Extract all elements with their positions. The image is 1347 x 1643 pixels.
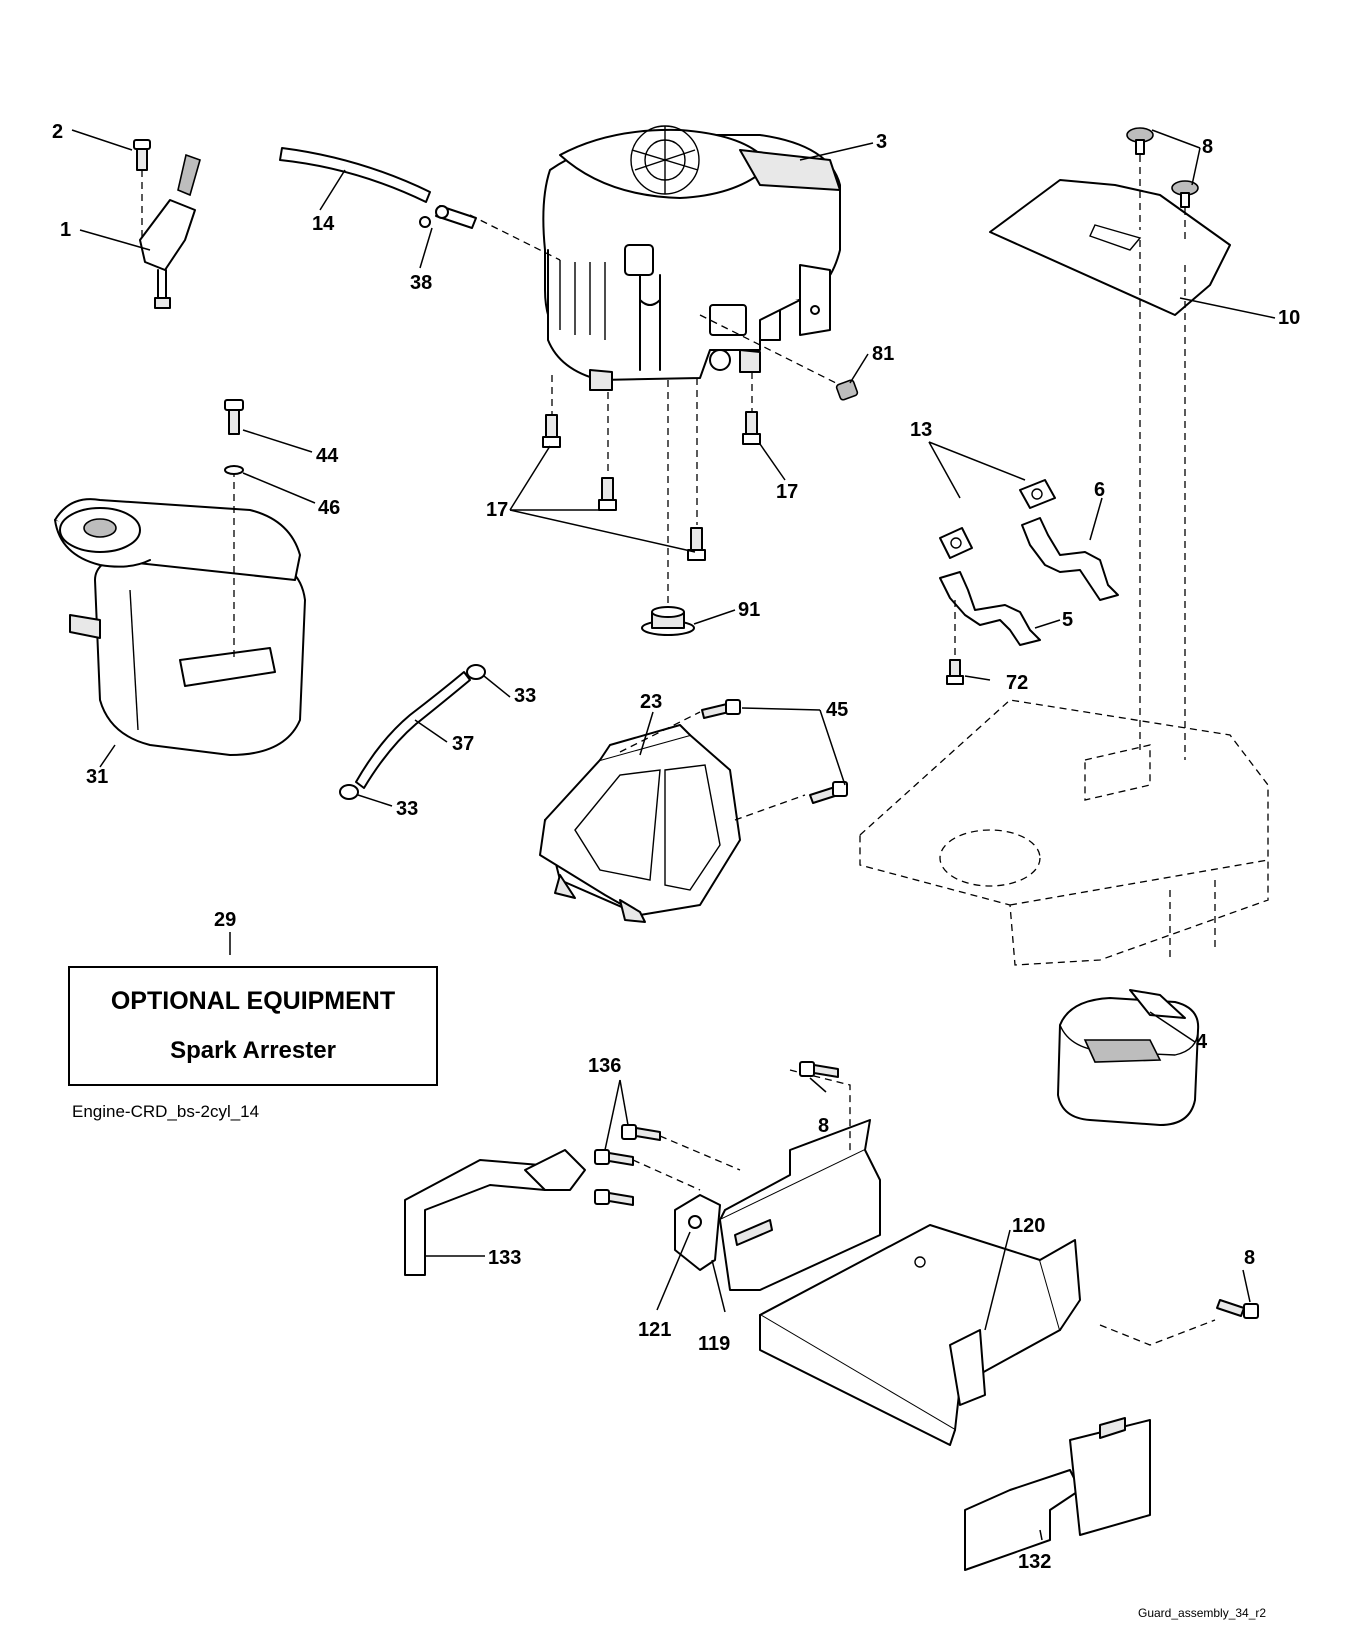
tray-bolt-dash-1	[619, 711, 701, 753]
spacer-part-91	[641, 606, 695, 636]
gasket-part-13b	[939, 527, 973, 559]
callout-17a: 17	[486, 499, 508, 521]
fuel-tank-part-31	[54, 470, 306, 756]
clamp-part-33a	[466, 664, 486, 680]
engine-fuel-dash	[469, 214, 561, 261]
exhaust-pipe-part-6	[1021, 517, 1119, 601]
callout-46: 46	[318, 497, 340, 519]
callout-81: 81	[872, 343, 894, 365]
callout-33b: 33	[396, 798, 418, 820]
lower-dash-1	[659, 1135, 741, 1171]
drawing-id-caption: Guard_assembly_34_r2	[1138, 1606, 1267, 1620]
callout-2: 2	[52, 121, 63, 143]
fuel-hose-part-14	[279, 147, 431, 203]
muffler-part-4	[1057, 989, 1200, 1126]
callout-10: 10	[1278, 307, 1300, 329]
callout-132: 132	[1018, 1551, 1051, 1573]
callout-37: 37	[452, 733, 474, 755]
callout-5: 5	[1062, 609, 1073, 631]
assembly-id-caption: Engine-CRD_bs-2cyl_14	[72, 1102, 260, 1121]
bolt-part-136a	[621, 1124, 661, 1141]
knob-part-8b	[1171, 180, 1199, 208]
nut-part-81	[835, 379, 859, 401]
screw-part-44	[224, 399, 244, 435]
callout-31: 31	[86, 766, 108, 788]
plate-part-119	[719, 1119, 881, 1291]
spark-arrester-label: Spark Arrester	[170, 1037, 336, 1064]
callout-119: 119	[698, 1333, 730, 1355]
clamp-part-33b	[339, 784, 359, 800]
callout-17b: 17	[776, 481, 798, 503]
bracket-part-121	[674, 1194, 721, 1271]
frame-outline	[859, 699, 1269, 966]
callout-13: 13	[910, 419, 932, 441]
guard-part-120	[759, 1224, 1081, 1446]
bolt-part-45a	[701, 699, 741, 719]
callout-3: 3	[876, 131, 887, 153]
exhaust-pipe-part-5	[939, 571, 1041, 646]
callout-120: 120	[1012, 1215, 1045, 1237]
battery-tray-part-23	[539, 724, 741, 923]
callout-44: 44	[316, 445, 339, 467]
callout-91: 91	[738, 599, 760, 621]
gasket-part-13a	[1019, 479, 1056, 509]
callout-38: 38	[410, 272, 432, 294]
knob-part-8a	[1126, 127, 1154, 155]
throttle-part-1	[139, 153, 201, 309]
optional-equipment-box: OPTIONAL EQUIPMENT Spark Arrester	[68, 966, 438, 1086]
lower-dash-4	[1099, 1319, 1216, 1346]
callout-23: 23	[640, 691, 662, 713]
lower-dash-2	[632, 1159, 701, 1191]
bolt-part-45b	[809, 781, 848, 804]
lower-dash-3	[789, 1069, 851, 1155]
callout-8c: 8	[1244, 1247, 1255, 1269]
callout-133: 133	[488, 1247, 521, 1269]
callouts: 1 2 3 4 5 6 8 10 13 14 17 17 23 29 31 33…	[52, 121, 1300, 1573]
callout-121: 121	[638, 1319, 671, 1341]
callout-45: 45	[826, 699, 848, 721]
callout-6: 6	[1094, 479, 1105, 501]
callout-8b: 8	[818, 1115, 829, 1137]
engine-muffler-dash	[699, 314, 841, 386]
engine-bolt-17b	[598, 477, 617, 511]
callout-8a: 8	[1202, 136, 1213, 158]
fuel-valve-part-38	[419, 205, 477, 229]
screw-part-2	[133, 139, 151, 171]
optional-equipment-title: OPTIONAL EQUIPMENT	[110, 987, 396, 1015]
tray-bolt-dash-2	[734, 794, 806, 821]
bolt-part-136b	[594, 1149, 634, 1166]
heat-shield-part-10	[989, 179, 1231, 316]
leader-lines	[71, 129, 1276, 1541]
bracket-part-133	[404, 1149, 586, 1276]
washer-part-46	[224, 465, 244, 475]
bolt-part-8c	[799, 1061, 839, 1078]
bolt-part-72	[946, 659, 964, 685]
callout-4: 4	[1196, 1031, 1208, 1053]
callout-72: 72	[1006, 672, 1028, 694]
engine-part-3	[542, 125, 841, 391]
bolt-part-136c	[594, 1189, 634, 1206]
callout-33a: 33	[514, 685, 536, 707]
callout-136: 136	[588, 1055, 621, 1077]
engine-bolt-17a	[542, 414, 561, 448]
bolt-part-8d	[1216, 1299, 1259, 1319]
guard-part-132	[964, 1417, 1151, 1571]
engine-bolt-17d	[742, 411, 761, 445]
callout-1: 1	[60, 219, 71, 241]
fuel-hose-part-37	[355, 671, 471, 789]
engine-bolt-17c	[687, 527, 706, 561]
callout-14: 14	[312, 213, 335, 235]
callout-29: 29	[214, 909, 236, 931]
